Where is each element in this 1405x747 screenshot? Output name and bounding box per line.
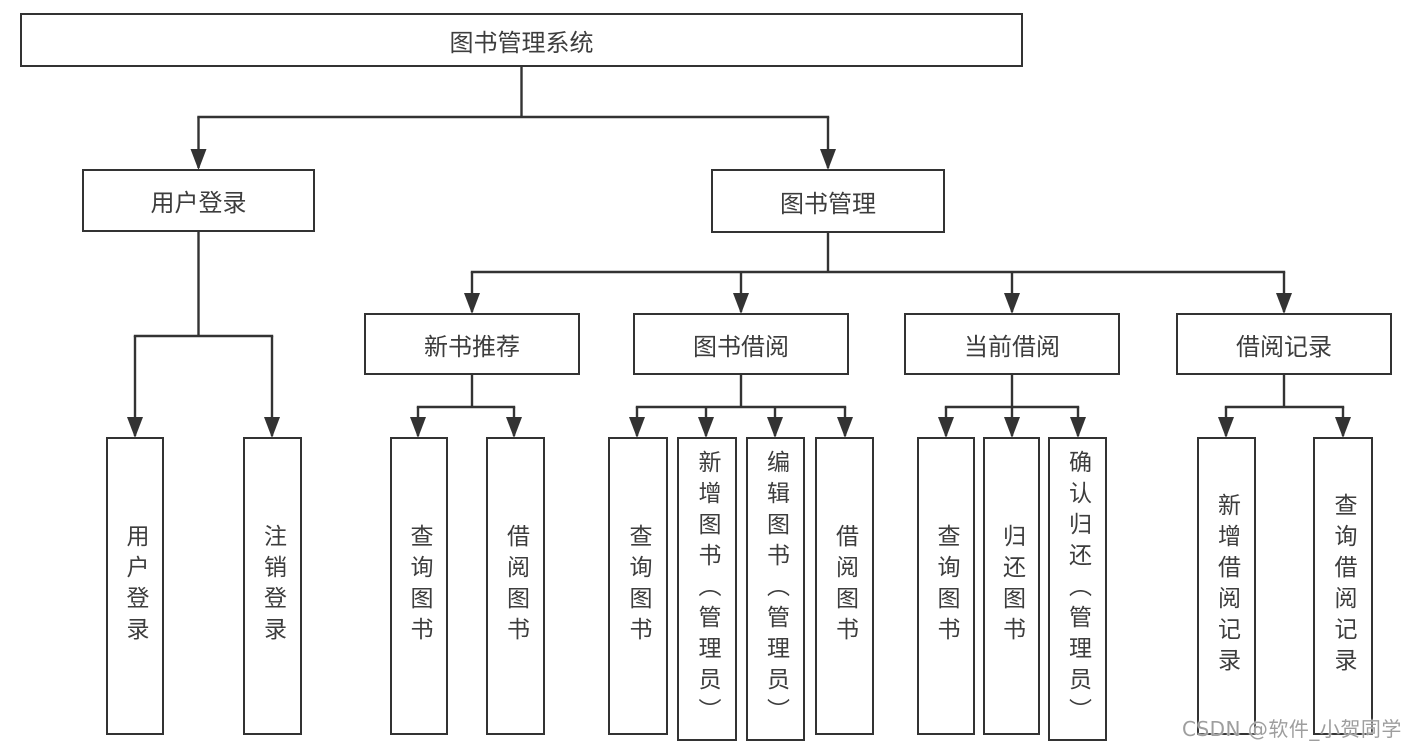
node-user-login: 用户登录 — [82, 169, 315, 232]
node-book-management: 图书管理 — [711, 169, 945, 233]
leaf-query-books-borrow: 查询图书 — [608, 437, 668, 735]
node-current-borrowing: 当前借阅 — [904, 313, 1120, 375]
node-library-management-system: 图书管理系统 — [20, 13, 1023, 67]
leaf-add-borrow-record: 新增借阅记录 — [1197, 437, 1256, 735]
leaf-edit-book-admin: 编辑图书（管理员） — [746, 437, 805, 741]
leaf-query-books-recommend: 查询图书 — [390, 437, 448, 735]
leaf-query-borrow-record: 查询借阅记录 — [1313, 437, 1373, 735]
leaf-add-book-admin: 新增图书（管理员） — [677, 437, 737, 741]
leaf-return-book: 归还图书 — [983, 437, 1040, 735]
leaf-query-books-current: 查询图书 — [917, 437, 975, 735]
leaf-borrow-books-recommend: 借阅图书 — [486, 437, 545, 735]
leaf-confirm-return-admin: 确认归还（管理员） — [1048, 437, 1107, 741]
leaf-logout: 注销登录 — [243, 437, 302, 735]
leaf-borrow-book: 借阅图书 — [815, 437, 874, 735]
csdn-watermark: CSDN @软件_小贺同学 — [1182, 717, 1402, 741]
leaf-user-login: 用户登录 — [106, 437, 164, 735]
node-book-borrowing: 图书借阅 — [633, 313, 849, 375]
node-borrowing-records: 借阅记录 — [1176, 313, 1392, 375]
node-new-book-recommendation: 新书推荐 — [364, 313, 580, 375]
